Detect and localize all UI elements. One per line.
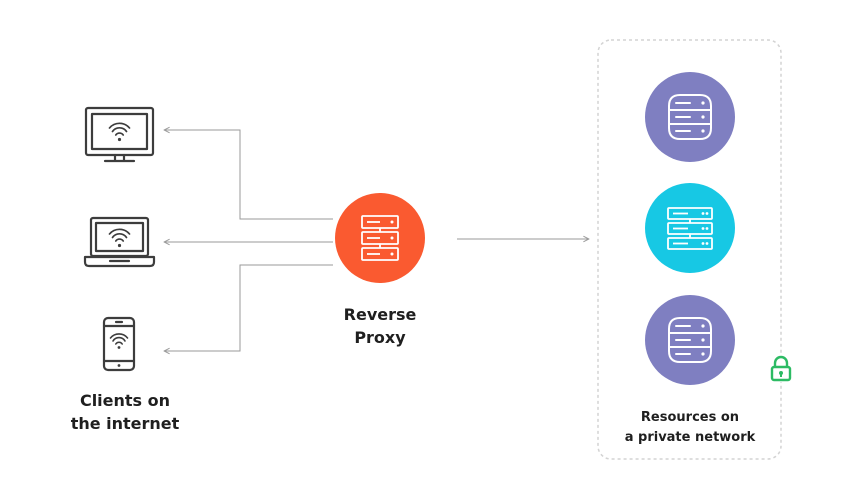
clients-label-line2: the internet xyxy=(70,414,180,433)
database-icon xyxy=(668,317,712,363)
server-rack-icon xyxy=(667,207,713,250)
clients-label: Clients on the internet xyxy=(40,389,210,435)
connector-to-desktop xyxy=(164,130,333,220)
database-server-top xyxy=(645,72,735,162)
smartphone-icon xyxy=(102,316,136,372)
reverse-proxy-node xyxy=(335,193,425,283)
private-network-boundary xyxy=(597,39,782,460)
connector-to-phone xyxy=(164,264,333,351)
proxy-label: Reverse Proxy xyxy=(315,303,445,349)
wifi-icon xyxy=(109,333,129,345)
rack-server-middle xyxy=(645,183,735,273)
padlock-icon xyxy=(768,354,794,382)
database-icon xyxy=(668,94,712,140)
laptop-icon xyxy=(83,216,156,268)
database-server-bottom xyxy=(645,295,735,385)
wifi-icon xyxy=(108,228,131,242)
server-rack-icon xyxy=(361,215,399,261)
proxy-label-line2: Proxy xyxy=(354,328,406,347)
wifi-icon xyxy=(108,122,131,136)
clients-label-line1: Clients on xyxy=(79,391,171,410)
resources-label: Resources on a private network xyxy=(600,408,780,448)
resources-label-line1: Resources on xyxy=(640,410,740,425)
connectors xyxy=(164,130,589,351)
resources-label-line2: a private network xyxy=(624,430,756,445)
proxy-label-line1: Reverse xyxy=(343,305,417,324)
desktop-monitor-icon xyxy=(84,106,155,163)
